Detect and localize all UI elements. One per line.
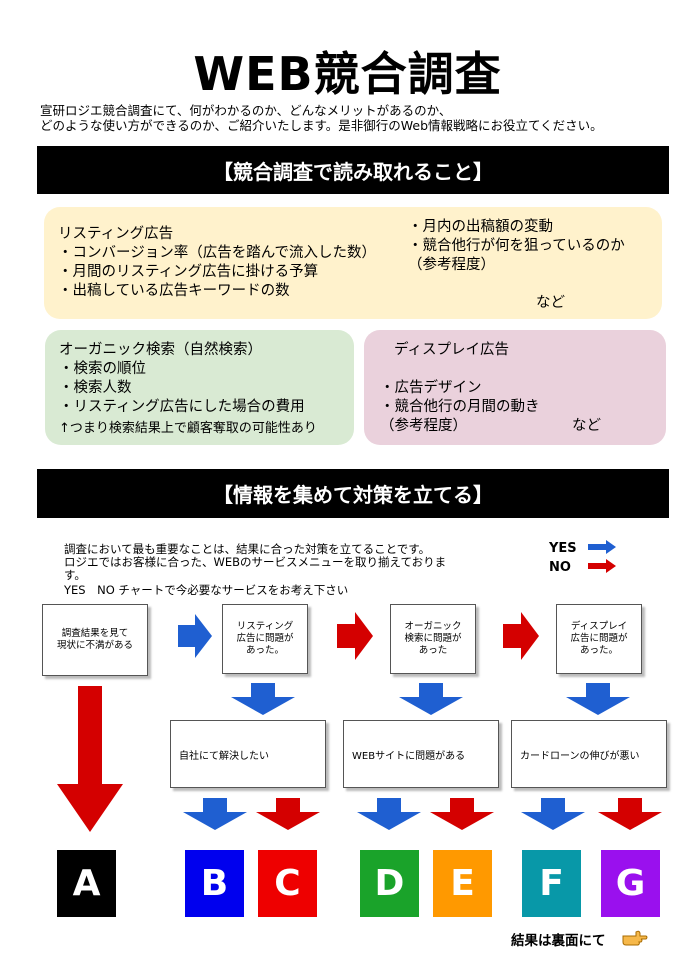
display-ads-item: ・競合他行の月間の動き <box>380 399 540 415</box>
node-text: 広告に問題が <box>236 633 294 644</box>
node-organic-problem: オーガニック検索に問題があった <box>390 604 476 674</box>
listing-ads-item: ・出稿している広告キーワードの数 <box>58 283 290 299</box>
etc-label: など <box>536 295 565 311</box>
display-ads-box: ディスプレイ広告 ・広告デザイン ・競合他行の月間の動き （参考程度） など <box>364 330 666 445</box>
organic-search-title: オーガニック検索（自然検索） <box>59 342 262 358</box>
legend-no-arrow-icon <box>588 559 616 573</box>
listing-ads-item: ・月間のリスティング広告に掛ける予算 <box>58 264 319 280</box>
node-listing-problem: リスティング広告に問題があった。 <box>222 604 308 674</box>
no-arrow-icon <box>598 798 662 830</box>
display-ads-item: （参考程度） <box>380 418 467 434</box>
legend-yes-arrow-icon <box>588 540 616 554</box>
intro-text: 宣研ロジエ競合調査にて、何がわかるのか、どんなメリットがあるのか、 どのような使… <box>40 103 603 133</box>
listing-ads-item: ・月内の出稿額の変動 <box>408 219 553 235</box>
organic-search-item: ・リスティング広告にした場合の費用 <box>59 399 305 415</box>
result-c: C <box>258 850 317 917</box>
legend-no-label: NO <box>549 560 571 575</box>
node-text: 現状に不満がある <box>56 640 133 651</box>
node-text: リスティング <box>236 621 294 632</box>
section-heading-insights: 【競合調査で読み取れること】 <box>37 146 669 194</box>
listing-ads-item: ・競合他行が何を狙っているのか <box>408 238 625 254</box>
organic-search-box: オーガニック検索（自然検索） ・検索の順位 ・検索人数 ・リスティング広告にした… <box>45 330 354 445</box>
node-text: ディスプレイ <box>570 621 628 632</box>
description-line: ロジエではお客様に合った、WEBのサービスメニューを取り揃えておりま <box>64 555 447 569</box>
node-text: あった。 <box>245 645 284 656</box>
yes-arrow-icon <box>183 798 247 830</box>
no-arrow-icon <box>430 798 494 830</box>
listing-ads-item: （参考程度） <box>408 257 495 273</box>
node-display-problem: ディスプレイ広告に問題があった。 <box>556 604 642 674</box>
organic-search-note: ↑つまり検索結果上で顧客奪取の可能性あり <box>59 421 317 436</box>
display-ads-item: ・広告デザイン <box>380 380 482 396</box>
yes-arrow-icon <box>357 798 421 830</box>
result-f: F <box>522 850 581 917</box>
node-self-solve: 自社にて解決したい <box>170 720 326 788</box>
yes-arrow-icon <box>231 683 295 715</box>
intro-line: どのような使い方ができるのか、ご紹介いたします。是非御行のWeb情報戦略にお役立… <box>40 118 603 133</box>
organic-search-item: ・検索の順位 <box>59 361 146 377</box>
organic-search-item: ・検索人数 <box>59 380 132 396</box>
chart-instruction: YES NO チャートで今必要なサービスをお考え下さい <box>64 583 349 597</box>
no-arrow-icon <box>503 612 539 660</box>
yes-arrow-icon <box>399 683 463 715</box>
description-line: 調査において最も重要なことは、結果に合った対策を立てることです。 <box>64 542 431 556</box>
node-text: オーガニック <box>404 621 462 632</box>
pointing-hand-icon <box>622 930 648 946</box>
no-arrow-icon <box>256 798 320 830</box>
node-text: あった <box>418 645 448 656</box>
yes-arrow-icon <box>178 614 212 658</box>
result-e: E <box>433 850 492 917</box>
legend-yes-label: YES <box>549 541 577 556</box>
yes-arrow-icon <box>521 798 585 830</box>
node-cardloan-problem: カードローンの伸びが悪い <box>511 720 667 788</box>
node-text: 調査結果を見て <box>61 628 129 639</box>
etc-label: など <box>572 418 601 434</box>
page-title: WEB競合調査 <box>193 47 502 101</box>
result-b: B <box>185 850 244 917</box>
no-arrow-icon <box>337 612 373 660</box>
listing-ads-title: リスティング広告 <box>58 226 174 242</box>
node-text: 広告に問題が <box>570 633 628 644</box>
result-g: G <box>601 850 660 917</box>
section-heading-strategy: 【情報を集めて対策を立てる】 <box>37 469 669 518</box>
yes-arrow-icon <box>566 683 630 715</box>
result-d: D <box>360 850 419 917</box>
display-ads-title: ディスプレイ広告 <box>394 342 509 358</box>
no-arrow-icon <box>57 686 123 832</box>
node-text: 検索に問題が <box>404 633 462 644</box>
description-line: す。 <box>64 568 86 582</box>
node-text: あった。 <box>579 645 618 656</box>
listing-ads-box: リスティング広告 ・コンバージョン率（広告を踏んで流入した数） ・月間のリスティ… <box>44 207 662 319</box>
footer-note: 結果は裏面にて <box>511 933 606 949</box>
result-a: A <box>57 850 116 917</box>
chart-description: 調査において最も重要なことは、結果に合った対策を立てることです。 ロジエではお客… <box>64 543 446 582</box>
node-start: 調査結果を見て現状に不満がある <box>42 604 148 676</box>
intro-line: 宣研ロジエ競合調査にて、何がわかるのか、どんなメリットがあるのか、 <box>40 103 452 118</box>
node-website-problem: WEBサイトに問題がある <box>343 720 499 788</box>
listing-ads-item: ・コンバージョン率（広告を踏んで流入した数） <box>58 245 376 261</box>
